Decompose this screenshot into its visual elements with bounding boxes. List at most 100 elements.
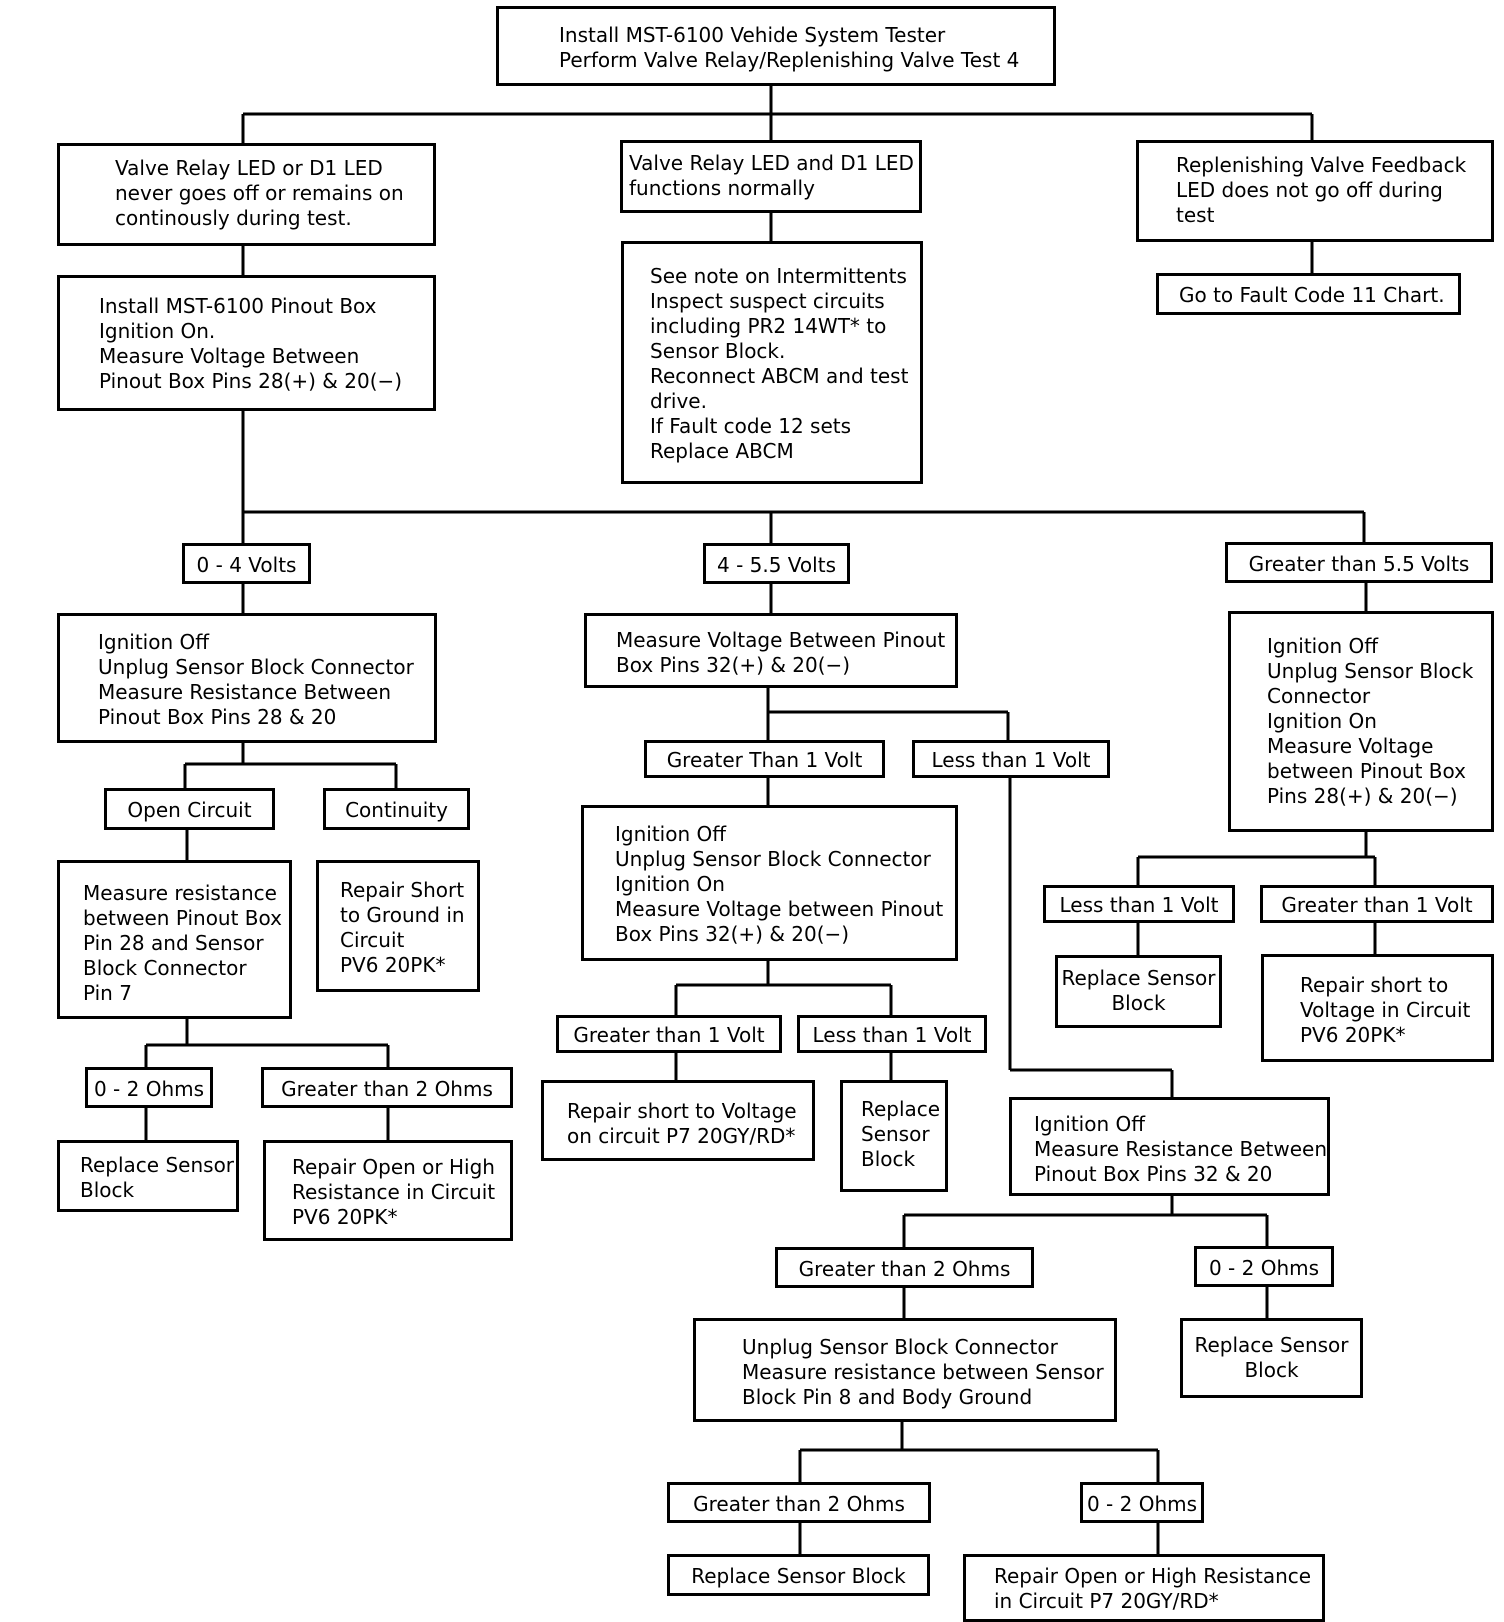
step-text-line: Replace Sensor: [1194, 1333, 1349, 1357]
step-repair-short-p7: Repair short to Voltage on circuit P7 20…: [541, 1080, 815, 1161]
step-text-line: Pinout Box Pins 32 & 20: [1034, 1162, 1273, 1186]
branch-label: Continuity: [345, 798, 448, 822]
step-mid-ignition-off: Ignition Off Unplug Sensor Block Connect…: [581, 805, 958, 961]
step-text-line: Ignition Off: [1267, 634, 1379, 658]
step-replace-sensor-a: Replace Sensor Block: [1180, 1318, 1363, 1398]
result-led-stuck: Valve Relay LED or D1 LED never goes off…: [57, 143, 436, 246]
step-text-line: Ignition Off: [1034, 1112, 1146, 1136]
step-text-line: PV6 20PK*: [1300, 1023, 1406, 1047]
step-left-repair-open: Repair Open or High Resistance in Circui…: [263, 1140, 513, 1241]
step-text-line: between Pinout Box: [1267, 759, 1466, 783]
branch-label: 4 - 5.5 Volts: [716, 553, 836, 577]
step-replace-sensor-b: Replace Sensor Block: [667, 1554, 930, 1596]
step-text-line: Replace Sensor: [1061, 966, 1216, 990]
step-left-measure-resistance: Ignition Off Unplug Sensor Block Connect…: [57, 613, 437, 743]
step-text-line: Repair Open or High: [292, 1155, 495, 1179]
step-text-line: Valve Relay LED or D1 LED: [115, 156, 383, 180]
branch-0-2-ohms-a: 0 - 2 Ohms: [1194, 1246, 1334, 1287]
step-text-line: Valve Relay LED and D1 LED: [629, 151, 914, 175]
step-text-line: Pinout Box Pins 28(+) & 20(−): [99, 369, 403, 393]
branch-left-greater-2-ohms: Greater than 2 Ohms: [261, 1067, 513, 1108]
step-text-line: See note on Intermittents: [650, 264, 907, 288]
step-intermittent-note: See note on Intermittents Inspect suspec…: [621, 241, 923, 484]
step-text-line: Block: [1244, 1358, 1299, 1382]
step-text-line: test: [1176, 203, 1215, 227]
branch-left-0-2-ohms: 0 - 2 Ohms: [85, 1067, 213, 1108]
step-text-line: never goes off or remains on: [115, 181, 404, 205]
step-measure-pin7: Measure resistance between Pinout Box Pi…: [57, 860, 292, 1019]
step-text-line: Connector: [1267, 684, 1371, 708]
branch-label: 0 - 2 Ohms: [1086, 1492, 1198, 1516]
branch-greater-2-ohms-b: Greater than 2 Ohms: [667, 1482, 931, 1523]
step-text-line: Block: [80, 1178, 135, 1202]
step-text-line: Measure Voltage between Pinout: [615, 897, 944, 921]
step-text-line: drive.: [650, 389, 707, 413]
branch-label: Greater than 5.5 Volts: [1248, 552, 1470, 576]
branch-label: Less than 1 Volt: [812, 1023, 972, 1047]
branch-greater-2-ohms-a: Greater than 2 Ohms: [775, 1247, 1034, 1288]
branch-0-4-volts: 0 - 4 Volts: [182, 543, 311, 584]
step-text-line: PV6 20PK*: [292, 1205, 398, 1229]
result-replenishing-feedback: Replenishing Valve Feedback LED does not…: [1136, 140, 1494, 242]
step-text-line: Circuit: [340, 928, 405, 952]
step-right-repair-short-voltage: Repair short to Voltage in Circuit PV6 2…: [1261, 954, 1494, 1062]
step-text-line: Sensor Block.: [650, 339, 786, 363]
branch-label: Less than 1 Volt: [931, 748, 1091, 772]
step-text-line: Resistance in Circuit: [292, 1180, 496, 1204]
step-text-line: Ignition On: [615, 872, 725, 896]
branch-mid-less-1-volt-b: Less than 1 Volt: [797, 1015, 987, 1053]
step-text-line: Unplug Sensor Block Connector: [615, 847, 931, 871]
branch-label: Greater than 2 Ohms: [281, 1077, 493, 1101]
result-led-normal: Valve Relay LED and D1 LED functions nor…: [620, 140, 922, 213]
step-text-line: in Circuit P7 20GY/RD*: [994, 1589, 1219, 1613]
step-text-line: Install MST-6100 Pinout Box: [99, 294, 377, 318]
step-text-line: Measure Voltage Between: [99, 344, 360, 368]
branch-right-greater-1-volt: Greater than 1 Volt: [1260, 885, 1494, 923]
step-text-line: Repair short to Voltage: [567, 1099, 797, 1123]
step-text-line: Box Pins 32(+) & 20(−): [615, 922, 850, 946]
step-unplug-measure-pin8: Unplug Sensor Block Connector Measure re…: [693, 1318, 1117, 1422]
branch-right-less-1-volt: Less than 1 Volt: [1043, 885, 1235, 923]
step-text-line: on circuit P7 20GY/RD*: [567, 1124, 796, 1148]
step-text-line: Replace Sensor: [80, 1153, 235, 1177]
step-install-tester: Install MST-6100 Vehide System Tester Pe…: [496, 6, 1056, 86]
step-text-line: PV6 20PK*: [340, 953, 446, 977]
step-repair-short-ground: Repair Short to Ground in Circuit PV6 20…: [316, 860, 480, 992]
step-text-line: Unplug Sensor Block Connector: [742, 1335, 1058, 1359]
branch-label: Greater than 1 Volt: [1281, 893, 1473, 917]
step-text-line: Box Pins 32(+) & 20(−): [616, 653, 851, 677]
branch-mid-greater-1-volt-b: Greater than 1 Volt: [556, 1015, 782, 1053]
step-text-line: Measure resistance: [83, 881, 277, 905]
branch-4-5.5-volts: 4 - 5.5 Volts: [703, 543, 850, 584]
step-text-line: Reconnect ABCM and test: [650, 364, 909, 388]
step-text-line: Install MST-6100 Vehide System Tester: [559, 23, 946, 47]
branch-label: Greater than 1 Volt: [573, 1023, 765, 1047]
step-text-line: Unplug Sensor Block Connector: [98, 655, 414, 679]
step-text-line: functions normally: [629, 176, 815, 200]
step-text-line: Block Pin 8 and Body Ground: [742, 1385, 1033, 1409]
step-left-replace-sensor: Replace Sensor Block: [57, 1140, 239, 1212]
branch-0-2-ohms-b: 0 - 2 Ohms: [1080, 1482, 1204, 1523]
step-text-line: continously during test.: [115, 206, 352, 230]
step-text-line: Pin 7: [83, 981, 132, 1005]
branch-mid-less-1-volt: Less than 1 Volt: [912, 740, 1110, 778]
step-text-line: Measure Resistance Between: [98, 680, 391, 704]
step-right-replace-sensor: Replace Sensor Block: [1055, 955, 1222, 1028]
step-text-line: Inspect suspect circuits: [650, 289, 885, 313]
step-text-line: including PR2 14WT* to: [650, 314, 887, 338]
step-text-line: Block: [861, 1147, 916, 1171]
step-text-line: Voltage in Circuit: [1300, 998, 1471, 1022]
step-text-line: Ignition On: [1267, 709, 1377, 733]
step-text-line: Ignition Off: [98, 630, 210, 654]
branch-label: 0 - 4 Volts: [196, 553, 297, 577]
step-install-pinout-box: Install MST-6100 Pinout Box Ignition On.…: [57, 275, 436, 411]
step-text-line: Measure Voltage Between Pinout: [616, 628, 946, 652]
step-goto-fault-11: Go to Fault Code 11 Chart.: [1156, 273, 1461, 315]
branch-label: Greater Than 1 Volt: [666, 748, 863, 772]
step-text-line: Repair short to: [1300, 973, 1449, 997]
step-text-line: Ignition Off: [615, 822, 727, 846]
step-text-line: Block Connector: [83, 956, 247, 980]
branch-label: 0 - 2 Ohms: [93, 1077, 205, 1101]
branch-label: Less than 1 Volt: [1059, 893, 1219, 917]
step-text-line: Replenishing Valve Feedback: [1176, 153, 1467, 177]
